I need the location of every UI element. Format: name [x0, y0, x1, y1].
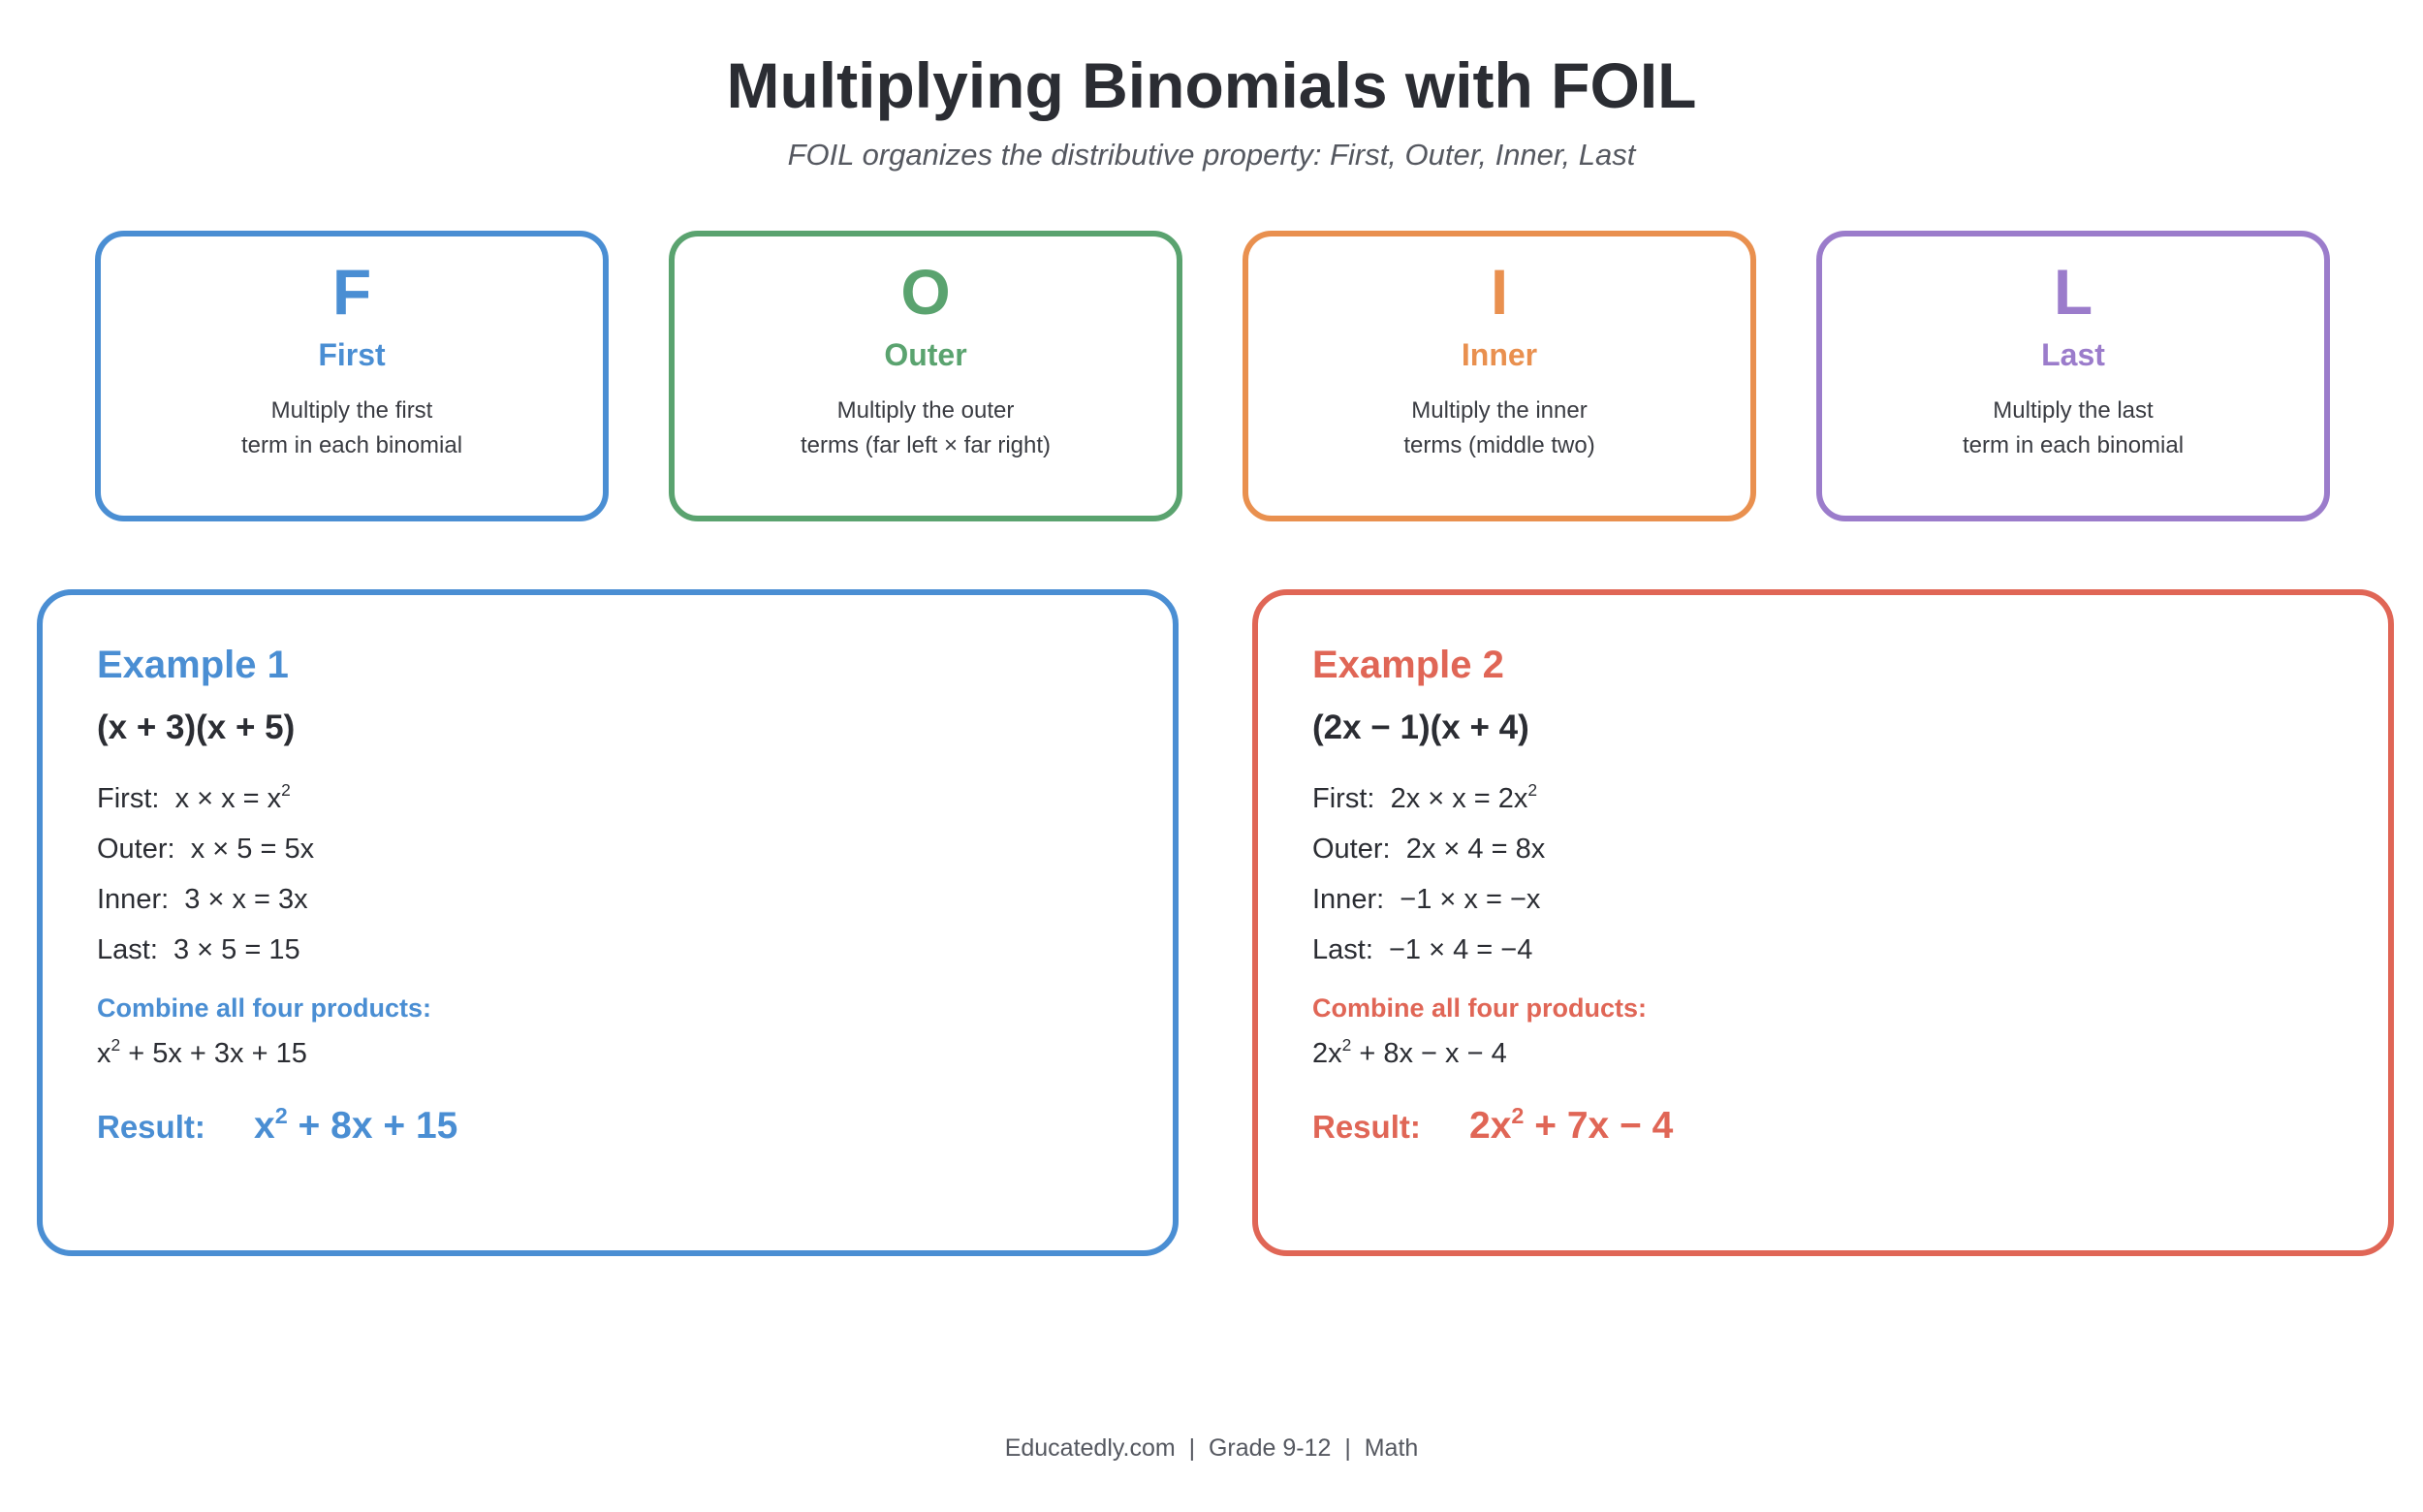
result-row: Result: x2 + 8x + 15 — [97, 1097, 1134, 1155]
example-expression: (x + 3)(x + 5) — [97, 709, 296, 746]
example-title: Example 1 — [97, 644, 289, 686]
example-1-panel: Example 1 (x + 3)(x + 5) First: x × x = … — [37, 589, 1179, 1256]
step-last: Last: 3 × 5 = 15 — [97, 934, 300, 965]
combine-label: Combine all four products: — [97, 993, 432, 1023]
foil-word: Inner — [1461, 337, 1538, 372]
result-label: Result: — [1312, 1109, 1421, 1145]
example-expression: (2x − 1)(x + 4) — [1312, 709, 1529, 746]
example-title: Example 2 — [1312, 644, 1504, 686]
result-expression: 2x2 + 7x − 4 — [1469, 1102, 1674, 1147]
step-outer: Outer: x × 5 = 5x — [97, 834, 315, 865]
foil-word: Outer — [884, 337, 967, 372]
step-last: Last: −1 × 4 = −4 — [1312, 934, 1533, 965]
step-outer: Outer: 2x × 4 = 8x — [1312, 834, 1546, 865]
foil-word: Last — [2041, 337, 2105, 372]
combine-expression: x2 + 5x + 3x + 15 — [97, 1035, 307, 1069]
step-inner: Inner: −1 × x = −x — [1312, 884, 1541, 915]
example-2-panel: Example 2 (2x − 1)(x + 4) First: 2x × x … — [1252, 589, 2394, 1256]
step-first: First: 2x × x = 2x2 — [1312, 780, 1538, 814]
footer: Educatedly.com | Grade 9-12 | Math — [1004, 1434, 1419, 1462]
foil-word: First — [318, 337, 386, 372]
page-title: Multiplying Binomials with FOIL — [726, 49, 1697, 121]
result-expression: x2 + 8x + 15 — [254, 1102, 458, 1147]
foil-letter: L — [2053, 256, 2093, 328]
foil-letter: O — [900, 256, 951, 328]
foil-letter: F — [331, 256, 372, 328]
combine-expression: 2x2 + 8x − x − 4 — [1312, 1035, 1507, 1069]
step-first: First: x × x = x2 — [97, 780, 291, 814]
page-subtitle: FOIL organizes the distributive property… — [787, 138, 1636, 172]
combine-label: Combine all four products: — [1312, 993, 1648, 1023]
result-label: Result: — [97, 1109, 205, 1145]
foil-letter: I — [1490, 256, 1509, 328]
result-row: Result: 2x2 + 7x − 4 — [1312, 1097, 2349, 1155]
step-inner: Inner: 3 × x = 3x — [97, 884, 308, 915]
